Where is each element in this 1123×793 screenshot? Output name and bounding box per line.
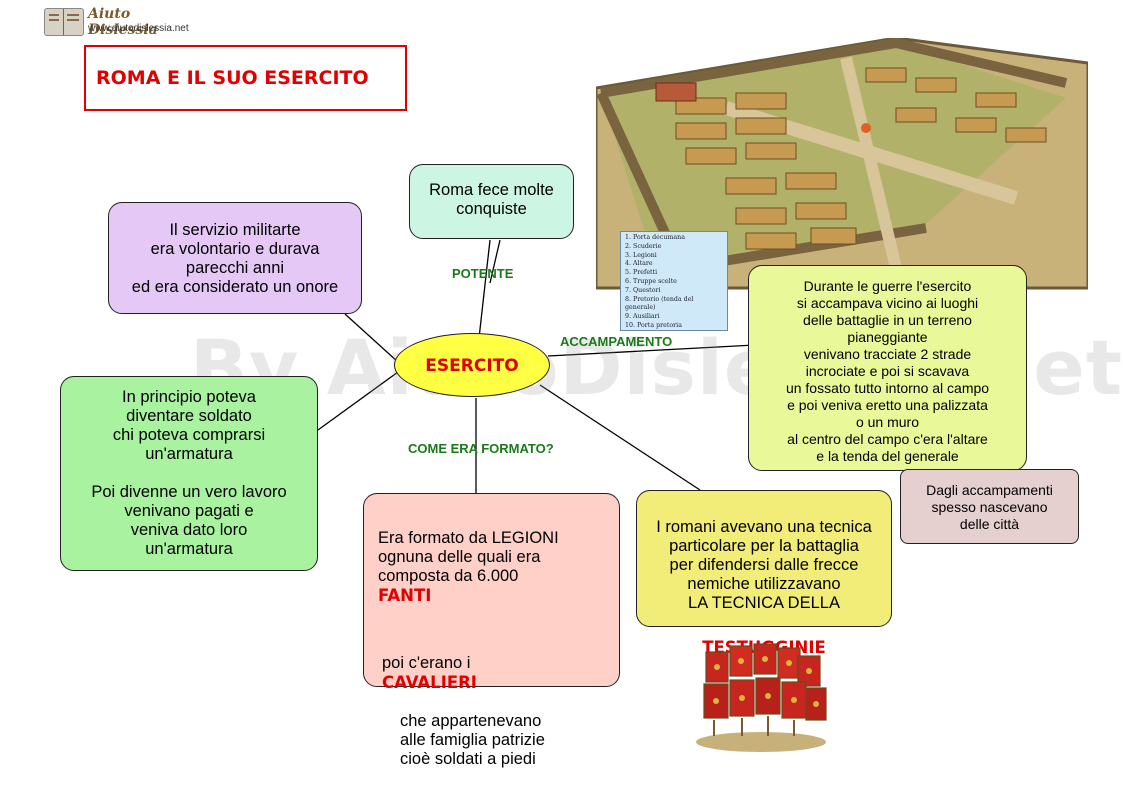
legend-item: 6. Truppe scelte	[625, 277, 677, 285]
legend-item: 10. Porta pretoria	[625, 321, 682, 329]
cavalieri-label: CAVALIERI	[382, 673, 477, 692]
roman-camp-illustration: 1. Porta decumana 2. Scuderie 3. Legioni…	[596, 38, 1088, 331]
fanti-label: FANTI	[378, 586, 432, 605]
link-formato: COME ERA FORMATO?	[408, 441, 554, 456]
tecnica-text: I romani avevano una tecnica particolare…	[656, 518, 872, 612]
conquiste-node: Roma fece molte conquiste	[409, 164, 574, 239]
legend-item: 1. Porta decumana	[625, 234, 685, 241]
legend-item: 8. Pretorio (tenda del generale)	[625, 295, 694, 312]
citta-node: Dagli accampamenti spesso nascevano dell…	[900, 469, 1079, 544]
page-title: ROMA E IL SUO ESERCITO	[96, 67, 369, 89]
testudo-illustration	[686, 632, 836, 754]
book-icon	[44, 8, 84, 36]
legend-item: 5. Prefetti	[625, 269, 658, 277]
legioni-text-a: Era formato da LEGIONI ognuna delle qual…	[378, 529, 559, 585]
legend-item: 9. Ausiliari	[625, 313, 660, 321]
legioni-node: Era formato da LEGIONI ognuna delle qual…	[363, 493, 620, 768]
logo-url[interactable]: www.aiutodislessia.net	[88, 23, 189, 34]
servizio-node: Il servizio militarte era volontario e d…	[108, 202, 362, 314]
legend-item: 3. Legioni	[625, 251, 657, 259]
legend-item: 2. Scuderie	[625, 242, 662, 250]
tecnica-node: I romani avevano una tecnica particolare…	[636, 490, 892, 657]
logo: Aiuto Dislessia www.aiutodislessia.net	[44, 6, 204, 38]
camp-legend: 1. Porta decumana 2. Scuderie 3. Legioni…	[620, 231, 728, 331]
legend-item: 7. Questori	[625, 286, 661, 294]
logo-text: Aiuto Dislessia	[88, 6, 158, 38]
link-accampamento: ACCAMPAMENTO	[560, 334, 673, 349]
legioni-text-c: che appartenevano alle famiglia patrizie…	[400, 712, 545, 768]
link-potente: POTENTE	[452, 266, 514, 281]
accampamento-node: Durante le guerre l'esercito si accampav…	[748, 265, 1027, 471]
center-node: ESERCITO	[394, 333, 550, 397]
title-box: ROMA E IL SUO ESERCITO	[84, 45, 407, 111]
principio-node: In principio poteva diventare soldato ch…	[60, 376, 318, 571]
legend-item: 4. Altare	[625, 260, 653, 268]
legioni-text-b: poi c'erano i	[382, 654, 471, 672]
center-label: ESERCITO	[425, 356, 519, 376]
